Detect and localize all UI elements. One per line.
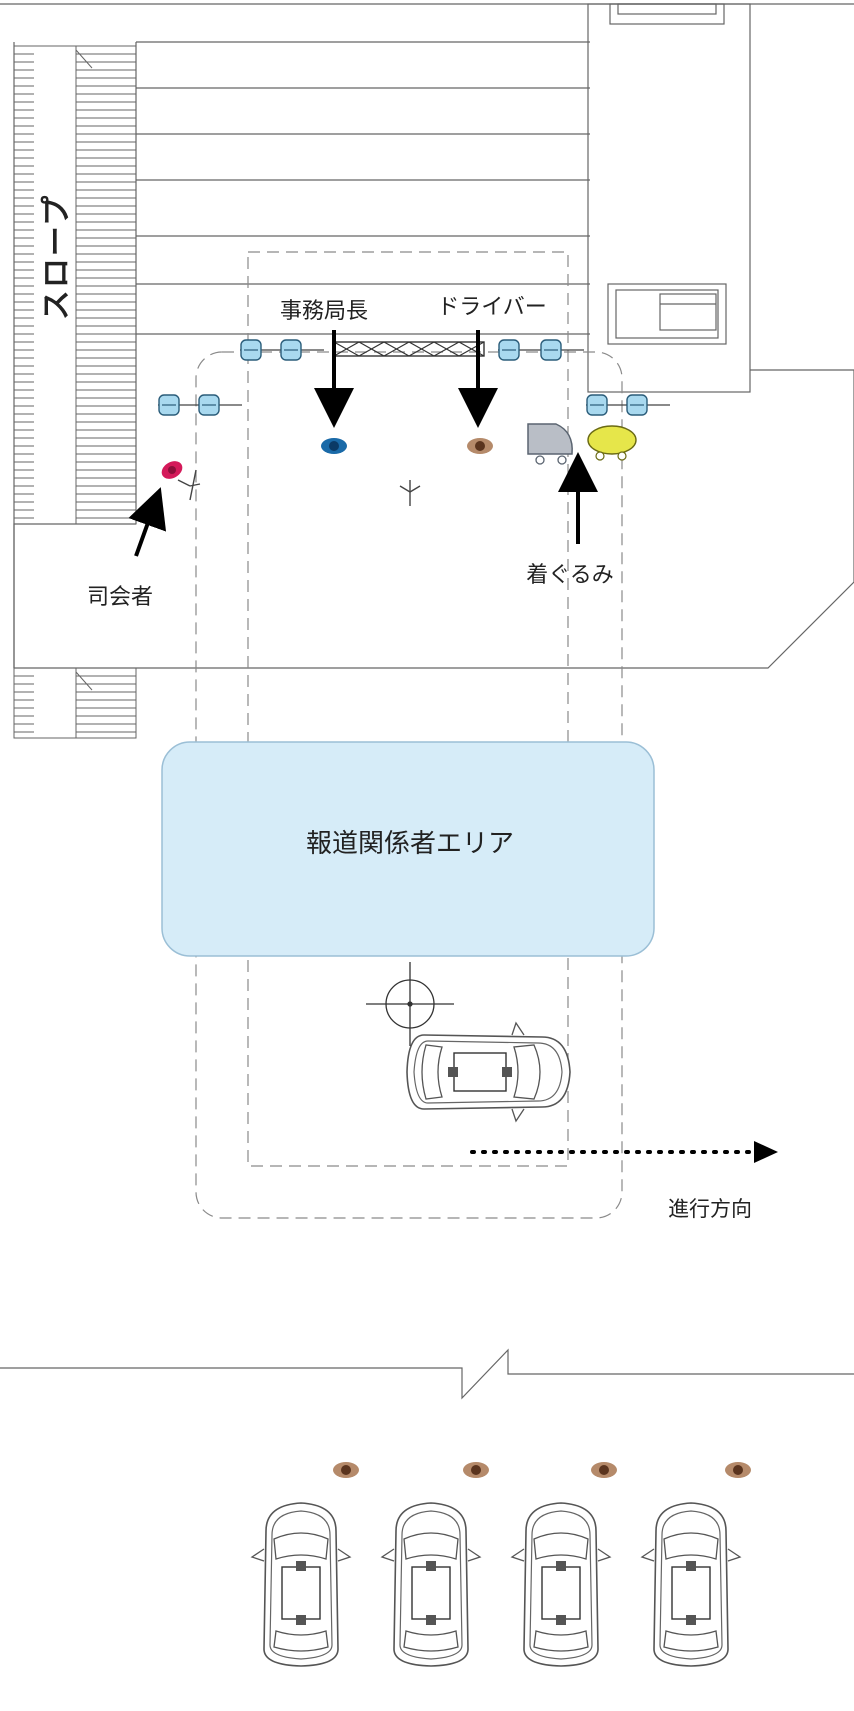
person-topview-icon	[463, 1462, 489, 1478]
stanchion-icon	[586, 394, 630, 416]
parked-cars	[251, 1502, 741, 1667]
press-area-label: 報道関係者エリア	[306, 829, 514, 859]
stanchion-icon	[240, 339, 284, 361]
director-person-icon	[321, 438, 347, 454]
car-topview-icon	[251, 1502, 351, 1667]
camera-crosshair-icon	[366, 962, 454, 1046]
director-label: 事務局長	[280, 299, 368, 324]
microphone-stand-icon	[177, 469, 201, 501]
driver-person-icon	[467, 438, 493, 454]
cart-icon	[527, 423, 573, 465]
truss-backdrop	[333, 341, 485, 357]
direction-label: 進行方向	[668, 1197, 752, 1221]
stanchion-icon	[540, 339, 584, 361]
stanchion-icon	[198, 394, 242, 416]
inner-zone-dashed	[247, 251, 569, 1167]
building-outline	[0, 3, 854, 1400]
mascot-label: 着ぐるみ	[526, 563, 614, 588]
mc-person-icon	[161, 461, 183, 479]
person-topview-icon	[333, 1462, 359, 1478]
mc-label: 司会者	[87, 585, 153, 610]
stanchions	[158, 339, 670, 416]
center-microphone-icon	[399, 480, 421, 506]
car-topview-icon	[406, 1022, 571, 1122]
person-topview-icon	[591, 1462, 617, 1478]
car-topview-icon	[381, 1502, 481, 1667]
ramp-lower	[13, 667, 137, 739]
person-topview-icon	[725, 1462, 751, 1478]
slope-label: スロープ	[40, 194, 75, 320]
car-topview-icon	[641, 1502, 741, 1667]
driver-label: ドライバー	[437, 295, 547, 320]
mascot-icon	[587, 425, 637, 461]
mc-arrow-icon	[128, 487, 167, 557]
press-area	[161, 741, 655, 957]
car-topview-icon	[511, 1502, 611, 1667]
waiting-people	[333, 1462, 751, 1478]
ramp-upper	[13, 45, 137, 525]
stanchion-icon	[280, 339, 324, 361]
stanchion-icon	[498, 339, 542, 361]
direction-arrowhead-icon	[754, 1141, 778, 1163]
stanchion-icon	[626, 394, 670, 416]
